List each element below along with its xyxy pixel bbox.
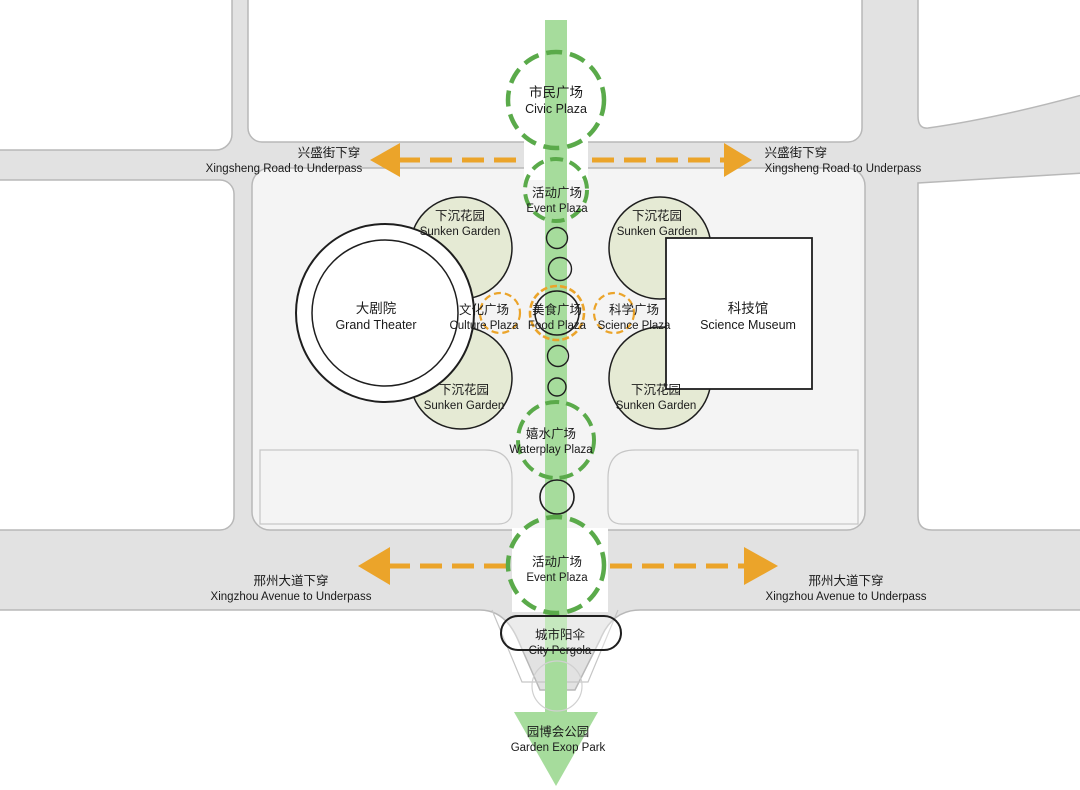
city-pergola-shape <box>500 615 622 651</box>
food-plaza-ring <box>528 284 586 342</box>
event-plaza-north-ring <box>523 157 589 223</box>
pergola-ring <box>531 660 583 712</box>
orange-dashed-arrow-icon <box>610 547 778 585</box>
orange-dashed-arrow-icon <box>592 143 752 177</box>
event-plaza-south-ring <box>505 514 607 616</box>
axis-node <box>539 479 575 515</box>
block-ne <box>917 0 1080 129</box>
civic-plaza-ring <box>505 49 607 151</box>
culture-plaza-ring <box>478 291 522 335</box>
green-axis-line <box>545 20 567 720</box>
curb-sw <box>259 449 513 525</box>
grand-theater-inner <box>311 239 459 387</box>
food-plaza-core <box>534 290 580 336</box>
block-w <box>0 179 235 531</box>
grand-theater-outer <box>295 223 475 403</box>
axis-node <box>545 226 569 250</box>
axis-node <box>547 256 573 282</box>
orange-dashed-arrow-icon <box>358 547 506 585</box>
green-axis-arrow-icon <box>514 712 598 786</box>
axis-node <box>547 377 567 397</box>
science-plaza-ring <box>592 291 636 335</box>
orange-dashed-arrow-icon <box>370 143 522 177</box>
block-nw <box>0 0 233 151</box>
block-s <box>0 609 1080 790</box>
axis-node <box>546 344 570 368</box>
block-e <box>917 172 1080 531</box>
science-museum-building <box>665 237 813 390</box>
curb-se <box>607 449 859 525</box>
waterplay-plaza-ring <box>516 400 596 480</box>
